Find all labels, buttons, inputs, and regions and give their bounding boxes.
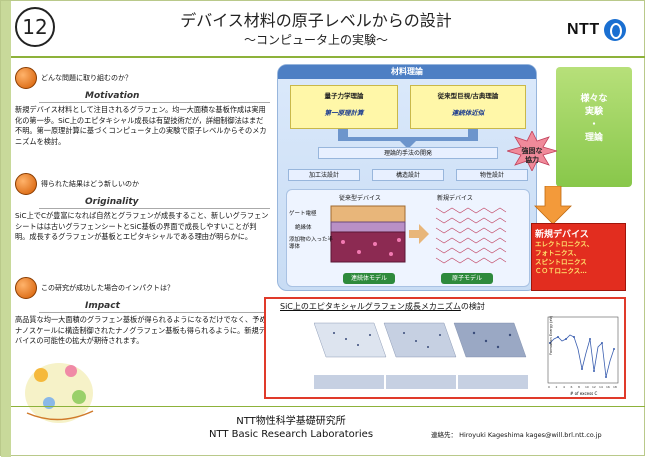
header-divider <box>11 56 645 58</box>
section-body: 新規デバイス材料として注目されるグラフェン。均一大面積な基板作成は実用化の第一歩… <box>15 105 267 146</box>
quantum-theory-label: 量子力学理論 <box>324 92 364 100</box>
section-body: SiC上でCが豊富になれば自然とグラフェンが成長すること、新しいグラフェンシート… <box>15 211 269 241</box>
method-development-bar: 理論的手法の開発 <box>318 147 498 159</box>
section-rule <box>39 102 270 103</box>
graph-xtick: 18 <box>613 385 617 389</box>
question-ball-icon <box>15 173 37 195</box>
graph-ylabel: Formation Energy (eV) <box>549 315 553 355</box>
cooperation-burst-icon <box>507 131 557 171</box>
science-fair-logo <box>25 363 94 423</box>
page-title: デバイス材料の原子レベルからの設計 <box>180 11 452 30</box>
material-theory-diagram: 材料理論 量子力学理論 第一原理計算 従来型巨視/古典理論 連続体近似 理論的手… <box>277 64 537 291</box>
new-device-label: 新規デバイス <box>437 195 473 202</box>
classical-theory-label: 従来型巨視/古典理論 <box>437 92 499 100</box>
graph-xtick: 10 <box>585 385 589 389</box>
contact-info: 連絡先： Hiroyuki Kageshima kages@will.brl.n… <box>431 429 602 439</box>
atomic-model-tag: 原子モデル <box>441 273 493 284</box>
graph-xtick: 6 <box>571 385 573 389</box>
question-row: この研究が成功した場合のインパクトは？ <box>15 277 270 299</box>
graph-xtick: 0 <box>548 385 550 389</box>
atomic-structure-images <box>314 322 528 389</box>
experiments-theory-text: 様々な 実験 ・ 理論 <box>556 93 632 145</box>
question-ball-icon <box>15 277 37 299</box>
mechanism-title-main: SiC上のエピタキシャルグラフェン成長メカニズム <box>280 302 461 311</box>
structure-design-box: 構造設計 <box>372 169 444 181</box>
organization-name-en: NTT Basic Research Laboratories <box>208 429 374 440</box>
question-row: 得られた結果はどう新しいのか <box>15 173 270 195</box>
gate-electrode-label: ゲート電極 <box>289 211 317 217</box>
graph-xticks: 0 2 4 6 8 10 12 14 16 18 <box>548 385 617 389</box>
ntt-logo-icon <box>603 19 626 41</box>
graph-xtick: 12 <box>592 385 596 389</box>
graph-xlabel: # of excess C <box>570 391 598 396</box>
organization-name-jp: NTT物性科学基礎研究所 <box>236 416 346 427</box>
section-heading: Originality <box>85 197 139 207</box>
quantum-theory-box: 量子力学理論 第一原理計算 <box>290 85 398 129</box>
device-comparison-panel: 従来型デバイス 新規デバイス ゲート電極 <box>286 189 530 287</box>
continuum-label: 連続体近似 <box>451 109 485 117</box>
mechanism-title-rest: の検討 <box>460 302 485 311</box>
ntt-logo-text: NTT <box>567 21 600 38</box>
device-illustration <box>330 205 507 264</box>
graphene-mechanism-box: SiC上のエピタキシャルグラフェン成長メカニズムの検討 <box>264 297 626 399</box>
doped-semiconductor-label: 添加物の入った半導体 <box>289 237 334 250</box>
section-motivation: どんな問題に取り組むのか？ Motivation 新規デバイス材料として注目され… <box>15 67 270 147</box>
green-text-line: ・ <box>589 120 599 130</box>
question-text: この研究が成功した場合のインパクトは？ <box>41 284 174 292</box>
graph-xtick: 4 <box>563 385 565 389</box>
section-body: 高品質な均一大面積のグラフェン基板が得られるようになるだけでなく、予めナノスケー… <box>15 315 267 345</box>
page-subtitle: ～コンピュータ上の実験～ <box>243 33 388 47</box>
question-text: 得られた結果はどう新しいのか <box>41 180 139 188</box>
new-device-item: ＣＯＴロニクス… <box>535 267 587 275</box>
green-text-line: 理論 <box>584 133 603 143</box>
diagram-title: 材料理論 <box>278 65 536 79</box>
insulator-label: 絶縁体 <box>295 225 312 231</box>
question-text: どんな問題に取り組むのか？ <box>41 74 132 82</box>
new-device-box: 新規デバイス エレクトロニクス、 フォトニクス、 スピントロニクス ＣＯＴロニク… <box>531 223 626 291</box>
property-design-box: 物性設計 <box>456 169 528 181</box>
section-rule <box>39 312 270 313</box>
section-impact: この研究が成功した場合のインパクトは？ Impact 高品質な均一大面積のグラフ… <box>15 277 270 347</box>
star-text-line: 強固な <box>521 147 543 155</box>
green-text-line: 様々な <box>580 94 608 104</box>
section-originality: 得られた結果はどう新しいのか Originality SiC上でCが豊富になれば… <box>15 173 270 243</box>
question-row: どんな問題に取り組むのか？ <box>15 67 270 89</box>
graph-xtick: 14 <box>599 385 603 389</box>
green-text-line: 実験 <box>584 107 603 117</box>
left-accent-bar <box>1 1 11 457</box>
new-device-item: エレクトロニクス、 <box>535 240 594 248</box>
new-device-item: スピントロニクス <box>535 258 587 266</box>
continuum-model-tag: 連続体モデル <box>343 273 395 284</box>
graph-xtick: 16 <box>606 385 610 389</box>
graph-xtick: 2 <box>556 385 558 389</box>
section-heading: Motivation <box>85 91 140 101</box>
contact-label: 連絡先： <box>431 431 457 439</box>
graph-xtick: 8 <box>578 385 580 389</box>
ntt-logo: NTT <box>567 19 626 41</box>
poster-number: 12 <box>15 7 55 47</box>
process-design-box: 加工法設計 <box>288 169 360 181</box>
cooperation-text: 強固な 協力 <box>507 147 557 165</box>
question-ball-icon <box>15 67 37 89</box>
classical-theory-box: 従来型巨視/古典理論 連続体近似 <box>410 85 526 129</box>
contact-value: Hiroyuki Kageshima kages@will.brl.ntt.co… <box>459 431 602 439</box>
poster-number-text: 12 <box>22 15 48 39</box>
experiments-theory-box <box>556 67 632 187</box>
organization-name: NTT物性科学基礎研究所 NTT Basic Research Laborato… <box>191 415 391 441</box>
new-device-title: 新規デバイス <box>535 230 589 240</box>
formation-energy-graph: Formation Energy (eV) # of excess C 0 2 … <box>547 315 619 396</box>
new-device-item: フォトニクス、 <box>535 249 581 257</box>
star-text-line: 協力 <box>525 156 539 164</box>
section-heading: Impact <box>85 301 120 311</box>
first-principles-label: 第一原理計算 <box>324 109 364 117</box>
merge-arrows <box>338 129 478 149</box>
down-arrow-icon <box>534 186 572 224</box>
mechanism-title: SiC上のエピタキシャルグラフェン成長メカニズムの検討 <box>280 301 485 312</box>
section-rule <box>39 208 270 209</box>
footer-divider <box>11 406 645 407</box>
conventional-device-label: 従来型デバイス <box>339 195 381 202</box>
